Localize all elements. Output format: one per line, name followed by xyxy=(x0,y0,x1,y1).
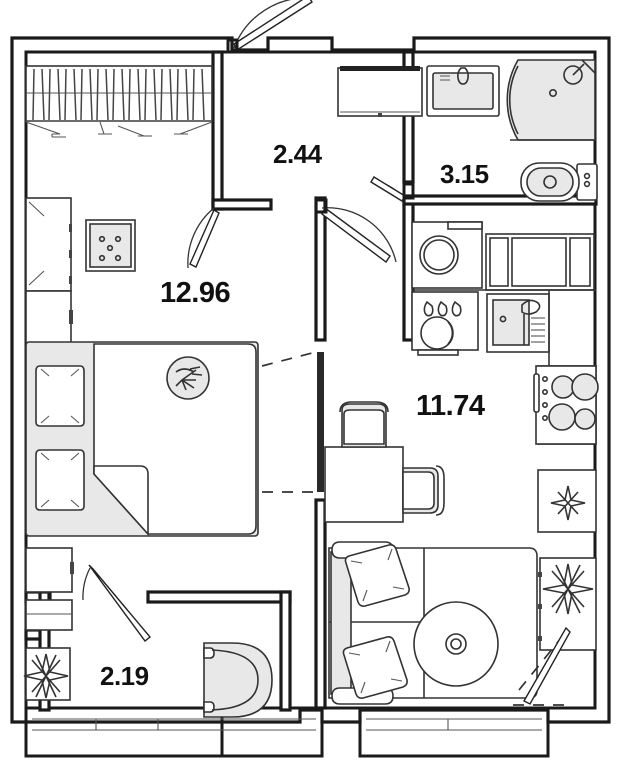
wash-basin xyxy=(426,65,500,117)
room-kitchen xyxy=(324,221,599,706)
area-label-living-bedroom: 12.96 xyxy=(160,277,231,309)
cooktop-four-burner xyxy=(533,365,599,445)
dishwasher xyxy=(411,291,479,356)
area-label-kitchen: 11.74 xyxy=(416,390,485,422)
potted-plant xyxy=(23,647,71,701)
side-table xyxy=(85,219,136,272)
room-hall xyxy=(187,0,423,269)
dining-table xyxy=(324,446,404,523)
sliding-partition-swing xyxy=(261,351,317,493)
tall-cabinet xyxy=(25,197,73,347)
bed-pillow xyxy=(35,365,85,427)
area-label-bathroom: 3.15 xyxy=(440,159,489,189)
area-label-hall: 2.44 xyxy=(273,139,322,169)
interior-door-living[interactable] xyxy=(187,207,220,269)
window-glazing xyxy=(24,706,550,758)
washing-machine xyxy=(411,221,483,289)
interior-door-kitchen[interactable] xyxy=(314,198,397,264)
room-bathroom xyxy=(426,59,598,202)
bed-pillow xyxy=(35,449,85,511)
kitchen-sink xyxy=(486,293,550,353)
room-balcony xyxy=(23,564,273,718)
area-label-balcony: 2.19 xyxy=(100,661,149,691)
dining-chair xyxy=(339,401,389,448)
interior-door-bathroom[interactable] xyxy=(370,176,415,202)
sofa xyxy=(328,541,538,705)
sofa-pillow xyxy=(342,636,408,699)
double-bed xyxy=(25,341,259,537)
upper-cabinets xyxy=(485,233,595,291)
entrance-door[interactable] xyxy=(226,0,313,54)
low-shelf xyxy=(25,547,74,631)
dining-chair xyxy=(402,465,445,516)
room-living-bedroom xyxy=(25,65,317,631)
sofa-pillow xyxy=(344,544,410,607)
armchair xyxy=(203,642,273,718)
shoe-cabinet xyxy=(337,66,423,117)
decorative-plant xyxy=(166,356,210,400)
balcony-door[interactable] xyxy=(513,626,571,706)
toilet xyxy=(520,162,598,202)
round-coffee-table xyxy=(413,601,499,687)
lower-cabinet xyxy=(537,469,597,533)
corner-shower-cabin xyxy=(506,59,596,141)
wardrobe-with-hanging-clothes xyxy=(25,65,213,138)
balcony-door[interactable] xyxy=(82,564,151,643)
